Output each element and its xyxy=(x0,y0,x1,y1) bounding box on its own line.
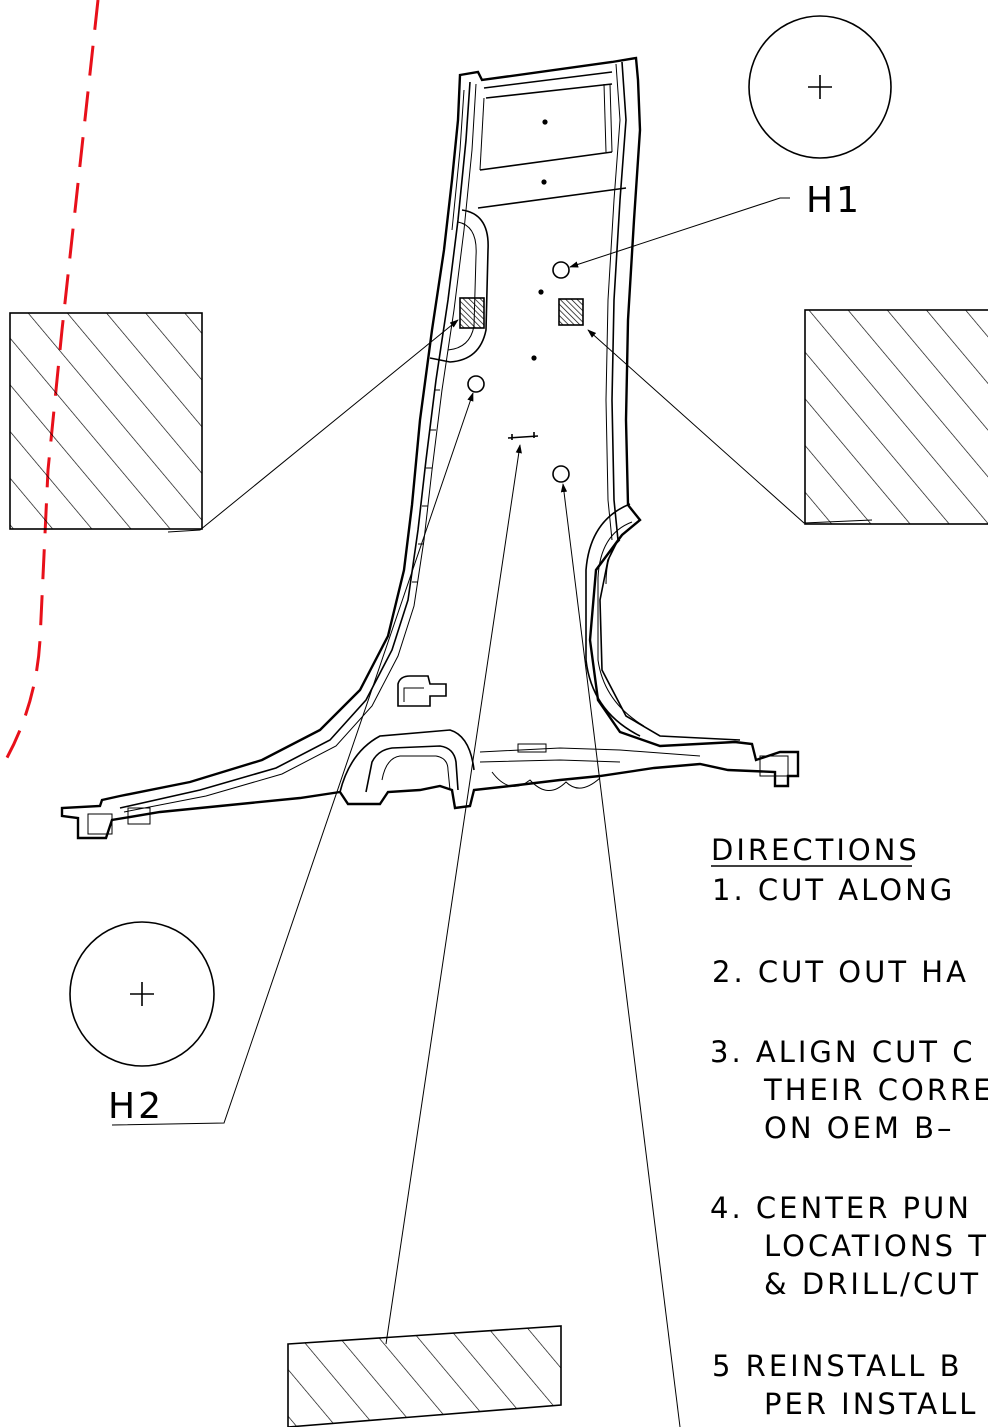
direction-step-4-line-3: & DRILL/CUT xyxy=(764,1267,981,1301)
cut-line-dashed xyxy=(0,0,100,771)
directions-heading: DIRECTIONS xyxy=(711,833,920,867)
direction-step-3-line-2: THEIR CORRE xyxy=(763,1073,988,1107)
direction-step-3-line-3: ON OEM B– xyxy=(764,1111,955,1145)
hole-marker-h2 xyxy=(467,375,485,393)
hole-marker-lower xyxy=(552,465,570,483)
direction-step-1: 1. CUT ALONG xyxy=(712,873,955,907)
leader-bottom-block xyxy=(385,444,522,1345)
direction-step-4-line-2: LOCATIONS T xyxy=(764,1229,988,1263)
label-h1: H1 xyxy=(806,180,862,221)
hatch-block-left xyxy=(9,312,203,530)
label-h2: H2 xyxy=(108,1086,164,1127)
leader-h2 xyxy=(111,392,474,1126)
square-marker-right xyxy=(558,298,584,326)
hole-callout-h1: H1 xyxy=(748,15,892,221)
leader-lower-hole xyxy=(560,483,681,1427)
hatch-block-right xyxy=(804,309,988,525)
hatch-block-bottom xyxy=(287,1325,562,1427)
direction-step-5: 5 REINSTALL B xyxy=(712,1349,963,1383)
square-marker-left xyxy=(459,297,485,329)
leader-left-block xyxy=(167,319,459,533)
direction-step-3: 3. ALIGN CUT C xyxy=(710,1035,975,1069)
direction-step-2: 2. CUT OUT HA xyxy=(712,955,969,989)
leader-h1 xyxy=(569,197,790,268)
direction-step-5-line-2: PER INSTALL xyxy=(764,1387,978,1421)
b-pillar-panel xyxy=(60,56,800,840)
hole-callout-h2: H2 xyxy=(69,921,215,1127)
direction-step-4: 4. CENTER PUN xyxy=(710,1191,972,1225)
hole-marker-h1 xyxy=(552,261,570,279)
leader-right-block xyxy=(587,329,873,524)
slot-marker xyxy=(507,432,539,440)
directions-block: DIRECTIONS 1. CUT ALONG 2. CUT OUT HA 3.… xyxy=(710,833,988,1421)
